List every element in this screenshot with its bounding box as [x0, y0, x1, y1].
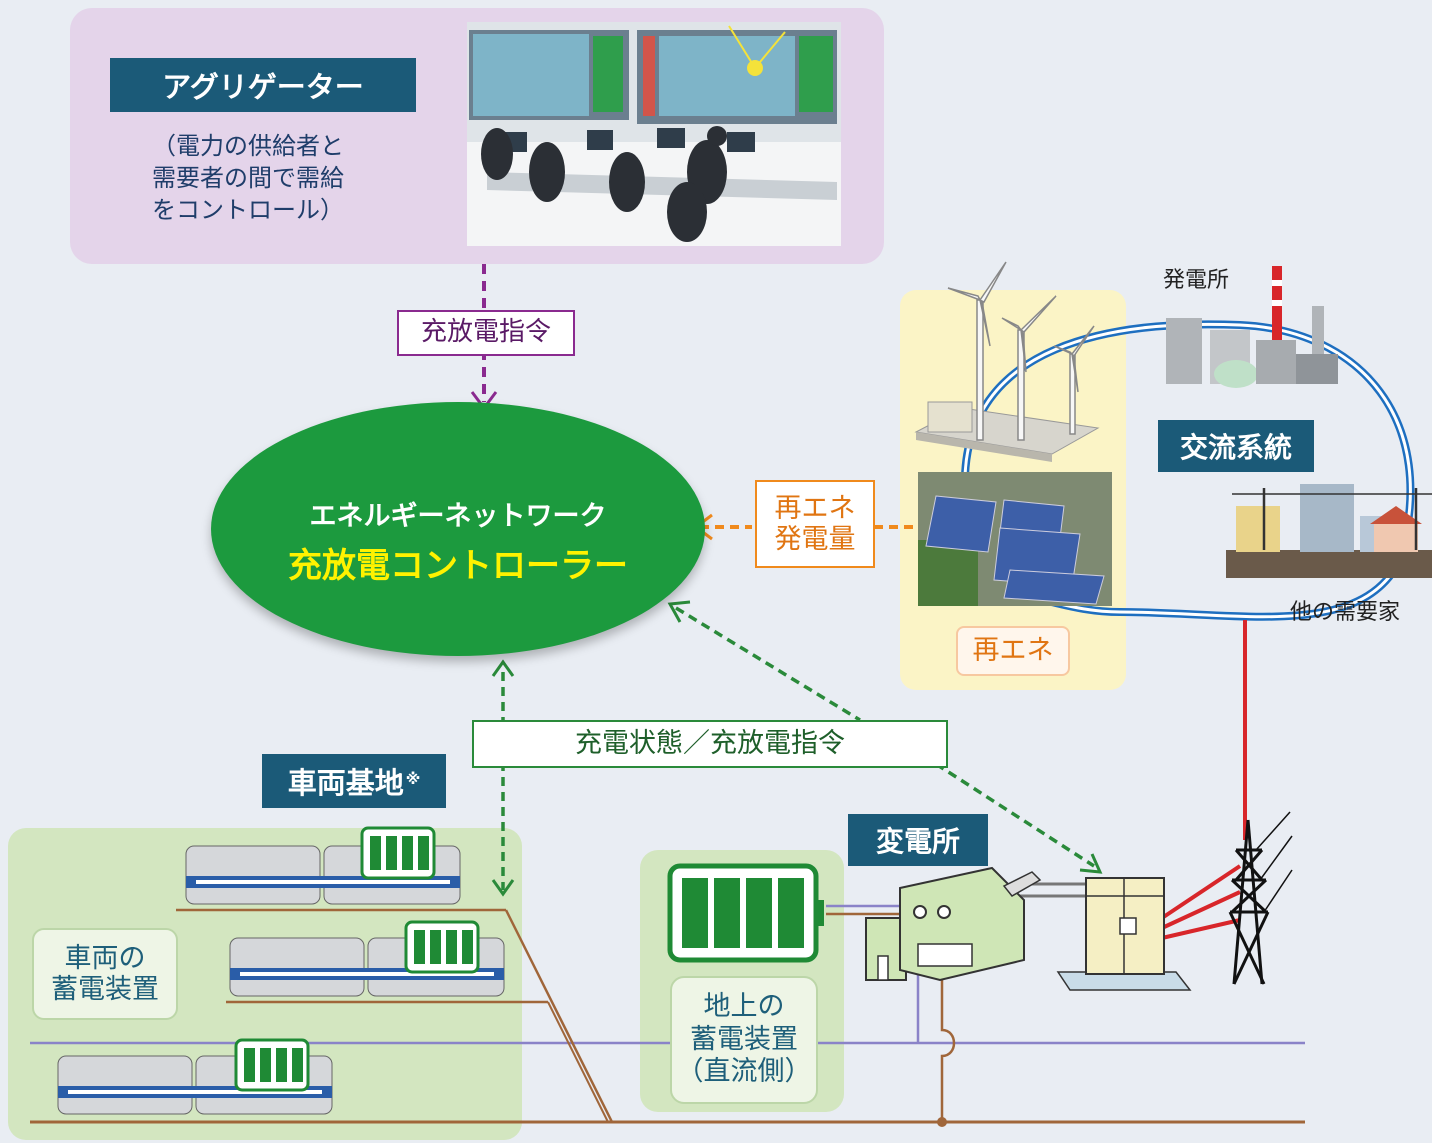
aggregator-title: アグリゲーター	[110, 58, 416, 112]
substation-building	[865, 866, 1042, 982]
other-consumers-label: 他の需要家	[1290, 600, 1401, 625]
status-arrowhead-up	[491, 659, 515, 677]
renewable-output-label: 再エネ 発電量	[755, 480, 875, 568]
transformer	[1056, 877, 1192, 991]
battery-icon-train-2	[404, 920, 480, 974]
aggregator-description-line: （電力の供給者と	[152, 132, 344, 160]
wind-farm	[914, 261, 1100, 462]
ground-storage-line: 蓄電装置	[690, 1023, 798, 1055]
status-arrowhead-controller	[667, 600, 691, 623]
depot-title: 車両基地※	[262, 754, 446, 808]
controller-node	[211, 402, 705, 656]
renewable-name: 再エネ	[956, 626, 1070, 676]
transmission-tower	[1228, 811, 1293, 985]
status-arrowhead-substation	[1079, 853, 1103, 874]
command-label: 充放電指令	[397, 310, 575, 356]
aggregator-description: （電力の供給者と 需要者の間で需給 をコントロール）	[152, 130, 344, 226]
vehicle-storage-line: 車両の	[64, 942, 146, 974]
battery-icon-train-1	[360, 826, 436, 880]
ground-storage-label: 地上の 蓄電装置 （直流側）	[670, 976, 818, 1104]
status-arrowhead-down	[491, 879, 515, 897]
solar-farm	[918, 472, 1112, 606]
ground-battery-icon	[667, 863, 824, 963]
aggregator-description-line: をコントロール）	[152, 196, 344, 224]
depot-title-text: 車両基地	[287, 766, 404, 800]
vehicle-storage-line: 蓄電装置	[51, 974, 159, 1005]
status-label: 充電状態／充放電指令	[472, 720, 948, 768]
controller-name: 充放電コントローラー	[288, 546, 628, 586]
renewable-output-line: 再エネ	[774, 492, 856, 524]
ground-storage-line: 地上の	[703, 991, 785, 1023]
battery-icon-train-3	[234, 1038, 310, 1092]
renewable-output-line: 発電量	[774, 524, 856, 555]
power-plant-label: 発電所	[1163, 268, 1230, 293]
substation-label: 変電所	[848, 814, 988, 866]
vehicle-storage-label: 車両の 蓄電装置	[32, 928, 178, 1020]
ac-grid-label: 交流系統	[1158, 420, 1314, 472]
ground-storage-line: （直流側）	[676, 1056, 812, 1088]
depot-note-mark: ※	[405, 770, 421, 788]
control-room-image	[467, 22, 841, 246]
town-icon	[1226, 484, 1432, 578]
aggregator-description-line: 需要者の間で需給	[152, 164, 344, 192]
power-plant-icon	[1166, 266, 1338, 388]
controller-title: エネルギーネットワーク	[309, 501, 607, 532]
